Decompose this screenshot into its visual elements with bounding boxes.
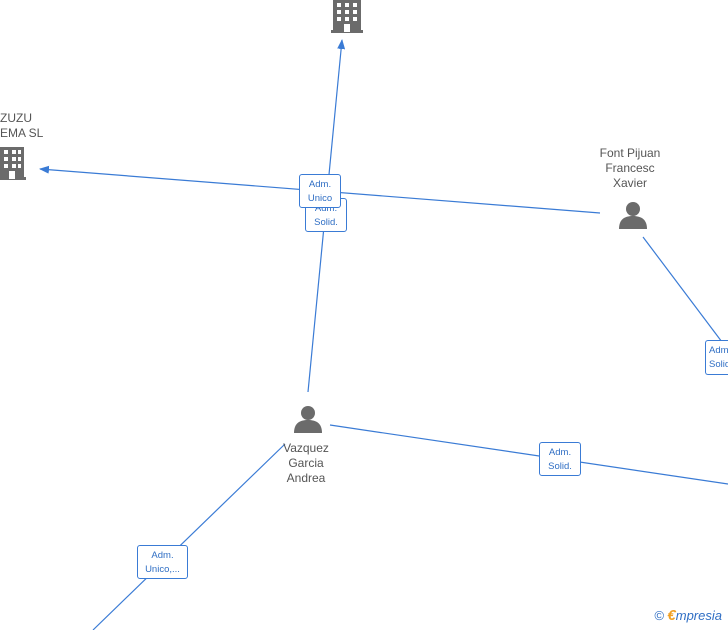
edge-vazquez-to-bottom-left (92, 443, 286, 630)
person-label-font-pijuan[interactable]: Font Pijuan Francesc Xavier (590, 146, 670, 191)
company-name-line: EMA SL (0, 126, 44, 140)
edge-label-adm-unico-center[interactable]: Adm. Unico (299, 174, 341, 208)
person-icon[interactable] (619, 202, 647, 229)
company-label-left[interactable]: ZUZU EMA SL (0, 111, 43, 141)
brand-name: mpresia (675, 608, 722, 623)
edge-label-line: Adm. (548, 447, 572, 458)
edge-label-line: Solid. (548, 461, 572, 472)
edge-vazquez-to-right (329, 424, 728, 485)
edge-label-line: Adm. (308, 179, 332, 190)
edge-label-line: Adm. (709, 345, 728, 356)
edge-label-adm-solid-bottom[interactable]: Adm. Solid. (539, 442, 581, 476)
building-icon[interactable] (331, 0, 363, 33)
edge-label-line: Adm. (151, 550, 174, 561)
person-name-line: Vazquez (283, 441, 329, 455)
person-name-line: Xavier (612, 176, 647, 190)
person-name-line: Garcia (288, 456, 324, 470)
edge-label-line: Unico,... (145, 564, 180, 575)
person-label-vazquez[interactable]: Vazquez Garcia Andrea (266, 441, 346, 486)
copyright-symbol: © (654, 608, 664, 623)
edge-label-line: Solid. (709, 359, 728, 370)
brand-watermark: © €mpresia (654, 607, 722, 624)
person-icon[interactable] (294, 406, 322, 433)
edge-label-adm-unico-bottom-left[interactable]: Adm. Unico,... (137, 545, 188, 579)
edge-label-line: Solid. (314, 217, 338, 228)
company-name-line: ZUZU (0, 111, 32, 125)
edge-label-line: Adm. (314, 203, 338, 214)
person-name-line: Andrea (286, 471, 326, 485)
edge-label-line: Unico (307, 193, 333, 204)
person-name-line: Francesc (605, 161, 655, 175)
brand-logo-e: € (667, 607, 676, 624)
building-icon[interactable] (0, 147, 26, 180)
edge-label-adm-solid-right[interactable]: Adm. Solid. (705, 340, 728, 375)
person-name-line: Font Pijuan (599, 146, 661, 160)
edge-font-to-right (642, 236, 728, 351)
